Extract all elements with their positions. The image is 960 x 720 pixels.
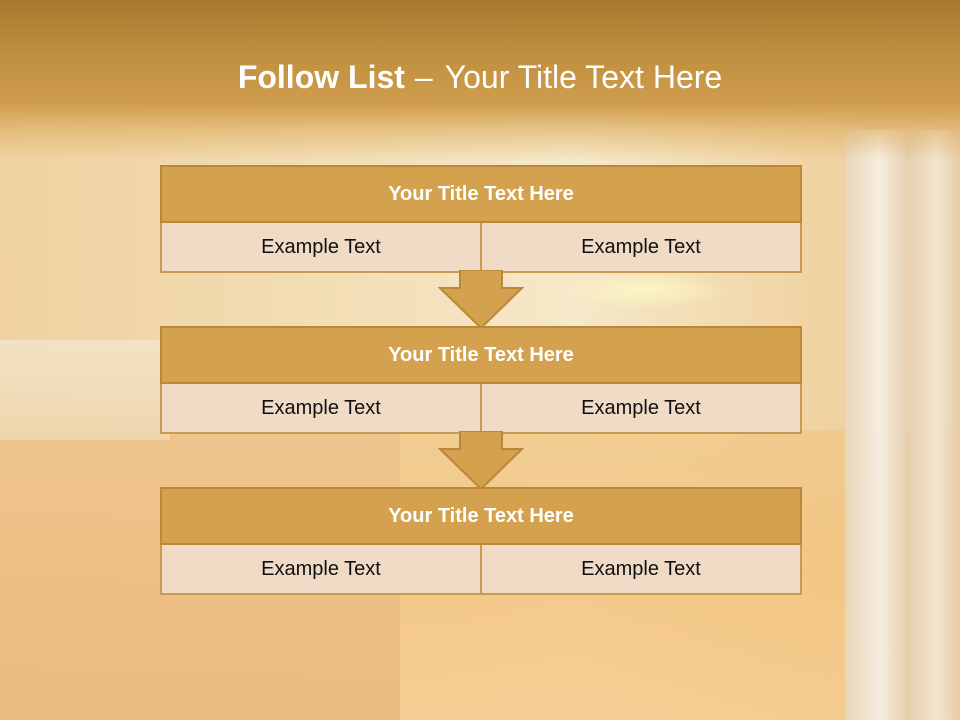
slide-title-dash: – <box>414 59 433 95</box>
step-row: Example Text Example Text <box>160 384 802 434</box>
step-right-cell: Example Text <box>480 384 800 432</box>
background-counter <box>0 340 170 440</box>
step-left-cell: Example Text <box>162 545 480 593</box>
step-block-3: Your Title Text Here Example Text Exampl… <box>160 487 802 595</box>
background-fridge <box>845 130 960 720</box>
step-right-cell: Example Text <box>480 223 800 271</box>
title-band <box>0 0 960 160</box>
down-arrow-icon <box>438 431 524 491</box>
step-title: Your Title Text Here <box>160 487 802 545</box>
slide-title-rest: Your Title Text Here <box>444 59 723 95</box>
step-block-1: Your Title Text Here Example Text Exampl… <box>160 165 802 273</box>
step-right-cell: Example Text <box>480 545 800 593</box>
step-block-2: Your Title Text Here Example Text Exampl… <box>160 326 802 434</box>
step-title: Your Title Text Here <box>160 326 802 384</box>
slide-title-strong: Follow List <box>237 59 405 95</box>
down-arrow-icon <box>438 270 524 330</box>
step-title: Your Title Text Here <box>160 165 802 223</box>
slide-title: Follow List–Your Title Text Here <box>0 55 960 99</box>
step-left-cell: Example Text <box>162 384 480 432</box>
background-light <box>560 270 730 310</box>
step-row: Example Text Example Text <box>160 545 802 595</box>
step-left-cell: Example Text <box>162 223 480 271</box>
step-row: Example Text Example Text <box>160 223 802 273</box>
